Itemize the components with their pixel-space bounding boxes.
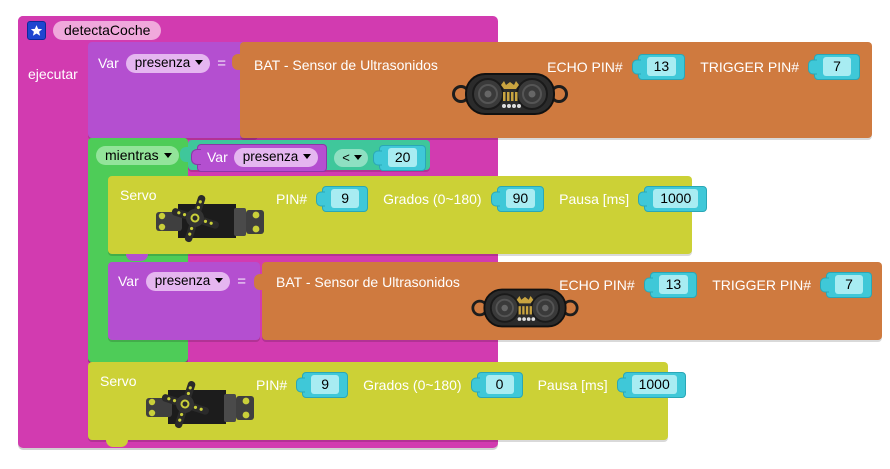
servo-pin-value[interactable]: 9 [331,189,360,209]
var-keyword: Var [118,273,139,290]
procedure-header[interactable]: detectaCoche [18,16,170,44]
value-plug [180,147,189,162]
block-notch [106,42,128,49]
variable-dropdown[interactable]: presenza [233,148,319,167]
ultrasonic-sensor-image [452,68,568,125]
servo-pause-value[interactable]: 1000 [631,375,677,395]
block-notch [126,176,148,183]
while-keyword: mientras [105,147,159,163]
servo-pin-label: PIN# [276,191,308,208]
trigger-pin-value[interactable]: 7 [823,57,851,77]
servo-pin-label: PIN# [256,377,288,394]
set-variable-block[interactable]: Var presenza = [88,42,258,138]
ultrasonic-sensor-block[interactable]: BAT - Sensor de Ultrasonidos ECHO PIN# 1… [232,42,872,138]
variable-name: presenza [154,273,211,288]
echo-pin-value[interactable]: 13 [646,57,677,77]
servo-block[interactable]: Servo [88,362,686,443]
chevron-down-icon [303,154,312,160]
assign-operator: = [237,272,247,290]
chevron-down-icon [353,154,362,160]
servo-degrees-value-block[interactable]: 0 [476,372,523,399]
while-keyword-dropdown[interactable]: mientras [96,146,179,165]
servo-degrees-value-block[interactable]: 90 [496,186,545,213]
sensor-title: BAT - Sensor de Ultrasonidos [276,274,460,290]
variable-dropdown[interactable]: presenza [125,54,211,73]
servo-pin-value-block[interactable]: 9 [322,186,369,213]
servo-degrees-label: Grados (0~180) [363,377,462,394]
variable-name: presenza [242,149,299,164]
variable-dropdown[interactable]: presenza [145,272,231,291]
servo-pause-value-block[interactable]: 1000 [622,372,686,399]
ultrasonic-sensor-block[interactable]: BAT - Sensor de Ultrasonidos ECHO PIN# 1… [254,262,882,340]
servo-motor-image [138,376,260,443]
var-keyword: Var [207,149,228,166]
servo-motor-image [148,190,270,257]
comparison-right-value[interactable]: 20 [387,147,418,167]
echo-pin-value-block[interactable]: 13 [637,54,686,81]
servo-degrees-label: Grados (0~180) [383,191,482,208]
chevron-down-icon [195,60,204,66]
while-loop-header[interactable]: mientras [88,138,183,172]
echo-pin-value[interactable]: 13 [658,275,689,295]
echo-pin-label: ECHO PIN# [547,59,623,76]
comparison-right-value-block[interactable]: 20 [378,144,427,171]
procedure-name-field[interactable]: detectaCoche [53,20,162,40]
trigger-pin-value-block[interactable]: 7 [826,272,872,299]
servo-pause-value-block[interactable]: 1000 [644,186,708,213]
var-keyword: Var [98,55,119,72]
comparison-block[interactable]: Var presenza < 20 [180,140,430,172]
trigger-pin-value-block[interactable]: 7 [814,54,860,81]
chevron-down-icon [163,152,172,158]
ultrasonic-sensor-image [470,284,580,337]
servo-pause-label: Pausa [ms] [537,377,608,394]
servo-title: Servo [120,187,157,203]
star-icon [27,20,46,40]
while-loop-footer[interactable] [88,340,188,362]
servo-title: Servo [100,373,137,389]
trigger-pin-value[interactable]: 7 [835,275,863,295]
value-plug [232,54,241,70]
value-plug [191,149,201,165]
comparison-operator-dropdown[interactable]: < [334,148,368,167]
trigger-pin-label: TRIGGER PIN# [712,277,811,294]
chevron-down-icon [215,278,224,284]
variable-name: presenza [134,55,191,70]
echo-pin-value-block[interactable]: 13 [649,272,698,299]
servo-pause-label: Pausa [ms] [559,191,630,208]
servo-block[interactable]: Servo [108,176,708,257]
servo-degrees-value[interactable]: 0 [485,375,514,395]
block-notch [106,362,128,369]
assign-operator: = [217,54,227,72]
trigger-pin-label: TRIGGER PIN# [700,59,799,76]
comparison-operator: < [342,149,350,165]
servo-degrees-value[interactable]: 90 [505,189,536,209]
set-variable-block[interactable]: Var presenza = [108,262,260,340]
block-notch [106,138,128,145]
sensor-title: BAT - Sensor de Ultrasonidos [254,57,438,73]
block-notch [106,440,128,447]
variable-getter-block[interactable]: Var presenza [191,144,328,172]
servo-pin-value-block[interactable]: 9 [302,372,349,399]
procedure-body-label: ejecutar [28,66,78,82]
servo-pause-value[interactable]: 1000 [653,189,699,209]
echo-pin-label: ECHO PIN# [559,277,635,294]
block-notch [126,254,148,261]
value-plug [254,274,263,290]
servo-pin-value[interactable]: 9 [311,375,340,395]
